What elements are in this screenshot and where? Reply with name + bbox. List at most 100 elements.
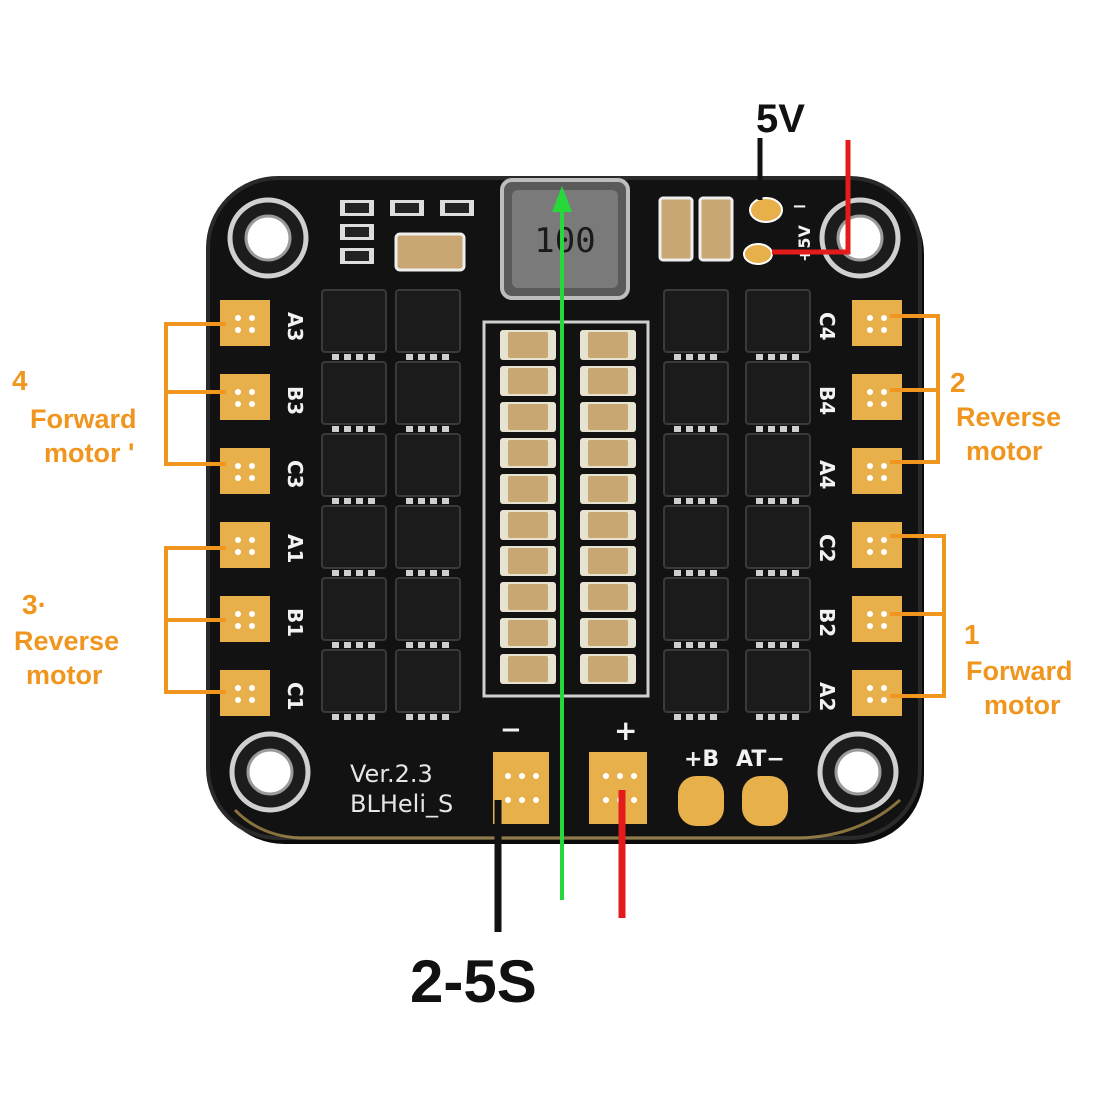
- capacitor-icon: [500, 438, 556, 468]
- firmware-label: BLHeli_S: [350, 790, 453, 818]
- solder-pad-icon: [493, 752, 549, 824]
- mosfet-chip-icon: [745, 505, 811, 576]
- mounting-hole-icon: [229, 731, 311, 813]
- pad-label: A4: [815, 460, 839, 489]
- group-4-line2: motor ': [44, 438, 134, 468]
- mosfet-chip-icon: [395, 577, 461, 648]
- mosfet-chip-icon: [321, 361, 387, 432]
- solder-pad-icon: [589, 752, 647, 824]
- mounting-hole-icon: [817, 731, 899, 813]
- version-label: Ver.2.3: [350, 760, 433, 788]
- mounting-hole-icon: [819, 197, 901, 279]
- group-3-line1: Reverse: [14, 626, 119, 656]
- capacitor-icon: [500, 546, 556, 576]
- group-3-number: 3·: [22, 589, 47, 620]
- group-2-line2: motor: [966, 436, 1043, 466]
- capacitor-icon: [500, 654, 556, 684]
- capacitor-icon: [580, 618, 636, 648]
- group-1-number: 1: [964, 619, 980, 650]
- capacitor-icon: [500, 510, 556, 540]
- battery-pads: − + +B AT− Ver.2.3 BLHeli_S: [350, 714, 788, 826]
- mosfet-array: [321, 289, 811, 720]
- solder-pad-icon: [852, 374, 902, 420]
- group-1-line2: motor: [984, 690, 1061, 720]
- capacitor-icon: [580, 330, 636, 360]
- mosfet-chip-icon: [663, 649, 729, 720]
- capacitor-icon: [580, 402, 636, 432]
- pad-5v-plus: +5V: [795, 224, 814, 262]
- solder-pad-icon: [220, 670, 270, 716]
- wire-annotations: [494, 138, 851, 932]
- solder-pad-icon: [220, 448, 270, 494]
- solder-pad-icon: [852, 522, 902, 568]
- group-brackets: [164, 314, 946, 698]
- mosfet-chip-icon: [395, 433, 461, 504]
- solder-pad-icon: [220, 596, 270, 642]
- mosfet-chip-icon: [663, 361, 729, 432]
- mosfet-chip-icon: [395, 649, 461, 720]
- solder-pad-icon: [678, 776, 724, 826]
- pad-label: B3: [283, 386, 307, 415]
- capacitor-icon: [580, 474, 636, 504]
- 5v-red-wire: [772, 140, 851, 255]
- pad-5v-minus: −: [792, 196, 807, 217]
- plus-b-label: +B: [684, 747, 719, 772]
- capacitor-icon: [500, 582, 556, 612]
- mosfet-chip-icon: [395, 505, 461, 576]
- capacitor-icon: [580, 546, 636, 576]
- capacitor-icon: [500, 366, 556, 396]
- mosfet-chip-icon: [745, 649, 811, 720]
- mosfet-chip-icon: [663, 289, 729, 360]
- pad-label: C1: [283, 682, 307, 711]
- pad-label: B4: [815, 386, 839, 415]
- capacitor-icon: [580, 654, 636, 684]
- mosfet-chip-icon: [663, 505, 729, 576]
- smd-components: [340, 196, 734, 272]
- battery-cells-label: 2-5S: [410, 948, 537, 1015]
- solder-pad-icon: [742, 776, 788, 826]
- mosfet-chip-icon: [321, 577, 387, 648]
- mosfet-chip-icon: [745, 577, 811, 648]
- capacitor-icon: [580, 438, 636, 468]
- pad-label: B1: [283, 608, 307, 637]
- pad-label: C2: [815, 534, 839, 563]
- pad-label: A1: [283, 534, 307, 563]
- pad-label: C4: [815, 312, 839, 341]
- solder-pad-icon: [220, 522, 270, 568]
- minus-sign: −: [500, 715, 522, 745]
- solder-pad-icon: [852, 670, 902, 716]
- mosfet-chip-icon: [395, 289, 461, 360]
- pad-label: B2: [815, 608, 839, 637]
- mosfet-chip-icon: [321, 649, 387, 720]
- mosfet-chip-icon: [663, 433, 729, 504]
- mosfet-chip-icon: [395, 361, 461, 432]
- capacitor-bank: [482, 320, 650, 698]
- capacitor-icon: [580, 582, 636, 612]
- group-1-line1: Forward: [966, 656, 1073, 686]
- solder-pad-icon: [852, 596, 902, 642]
- mosfet-chip-icon: [663, 577, 729, 648]
- capacitor-icon: [500, 402, 556, 432]
- mosfet-chip-icon: [321, 289, 387, 360]
- mosfet-chip-icon: [745, 433, 811, 504]
- inductor-icon: 100: [500, 178, 630, 300]
- mosfet-chip-icon: [745, 361, 811, 432]
- capacitor-icon: [500, 330, 556, 360]
- mosfet-chip-icon: [321, 433, 387, 504]
- mosfet-chip-icon: [745, 289, 811, 360]
- group-3-line2: motor: [26, 660, 103, 690]
- solder-pad-icon: [852, 448, 902, 494]
- mosfet-chip-icon: [321, 505, 387, 576]
- pad-label: A3: [283, 312, 307, 341]
- at-label: AT−: [736, 747, 785, 772]
- group-4-line1: Forward: [30, 404, 137, 434]
- solder-pad-icon: [220, 300, 270, 346]
- group-2-number: 2: [950, 367, 966, 398]
- solder-pad-icon: [852, 300, 902, 346]
- pad-label: A2: [815, 682, 839, 711]
- pad-label: C3: [283, 460, 307, 489]
- arrow-up-icon: [552, 186, 572, 212]
- capacitor-icon: [500, 474, 556, 504]
